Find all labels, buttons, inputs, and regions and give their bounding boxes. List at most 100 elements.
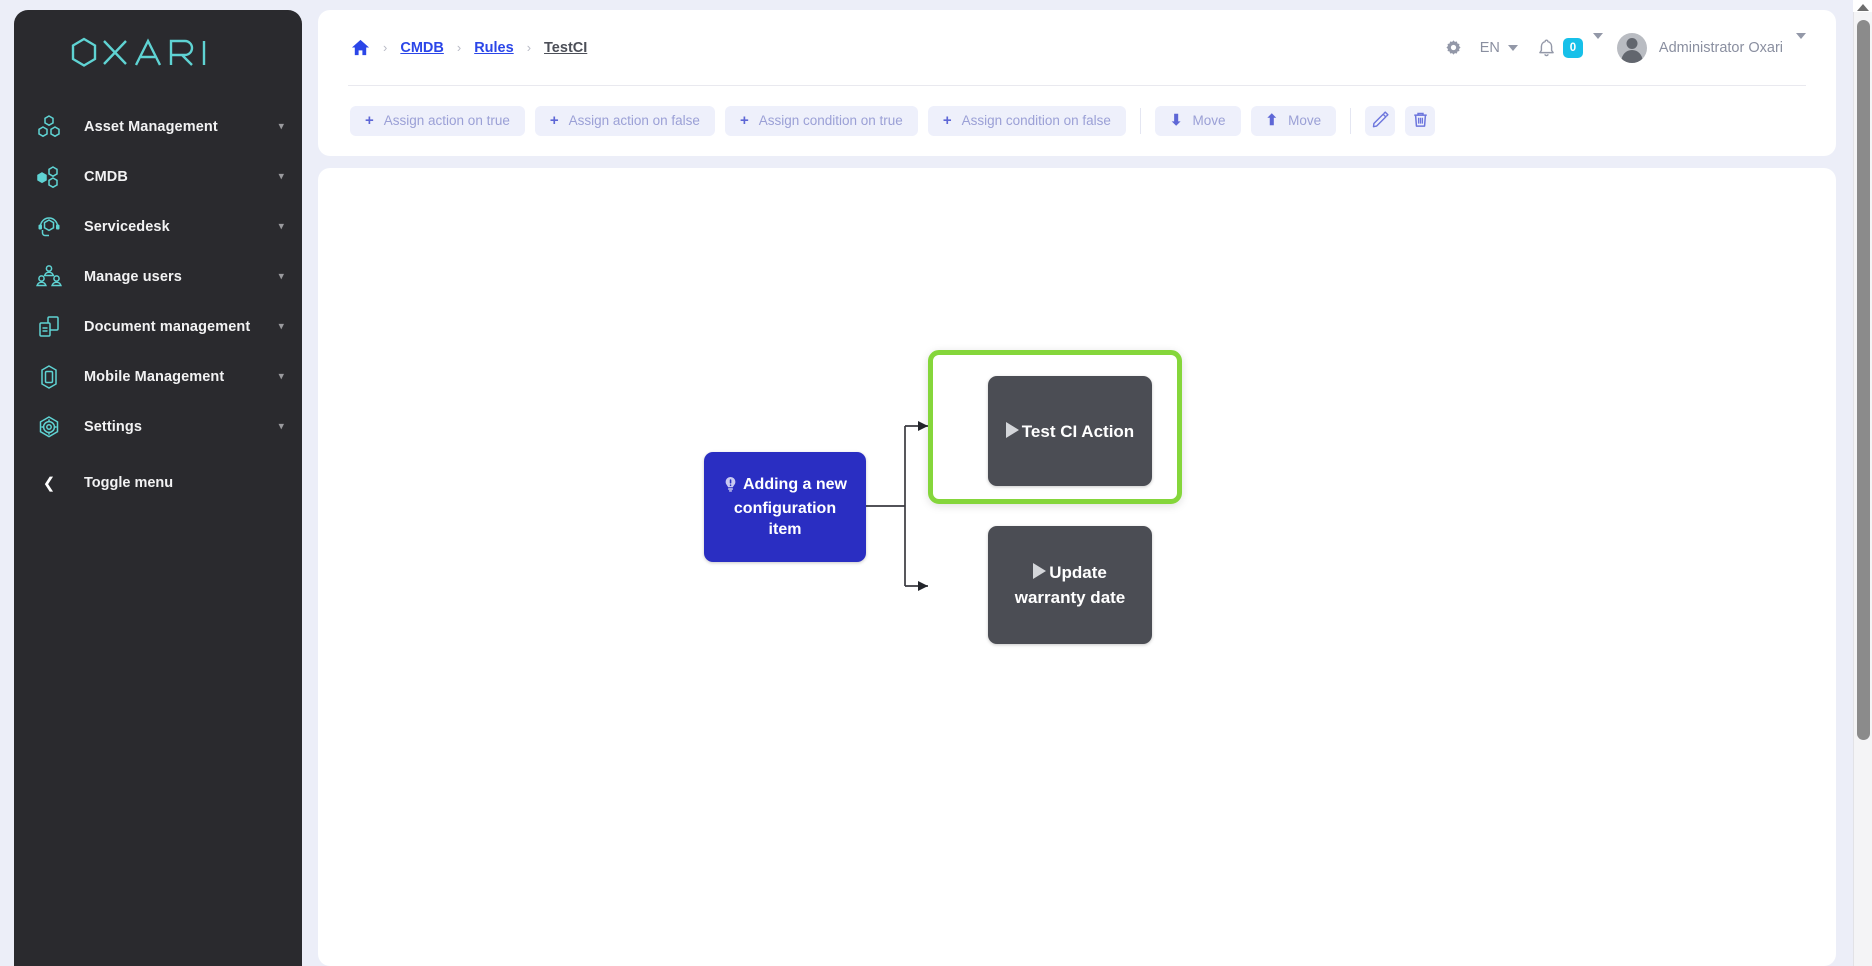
sidebar-item-document-management[interactable]: Document management ▾ bbox=[14, 302, 302, 352]
users-icon bbox=[34, 262, 64, 292]
rule-diagram-canvas[interactable]: Adding a new configuration item Test CI … bbox=[318, 168, 1836, 966]
caret-down-icon bbox=[1508, 45, 1518, 51]
diagram-surface: Adding a new configuration item Test CI … bbox=[318, 168, 1836, 966]
breadcrumb-current-testci[interactable]: TestCI bbox=[544, 40, 587, 56]
breadcrumb-separator: › bbox=[383, 40, 387, 55]
plus-icon: + bbox=[365, 113, 374, 128]
plus-icon: + bbox=[740, 113, 749, 128]
play-icon bbox=[1006, 422, 1019, 438]
chevron-left-icon: ❮ bbox=[34, 468, 64, 498]
button-label: Assign action on true bbox=[384, 113, 510, 128]
toolbar-divider bbox=[1140, 108, 1141, 134]
app-logo[interactable] bbox=[14, 10, 302, 96]
node-label: Update warranty date bbox=[1015, 563, 1126, 607]
sidebar-item-label: CMDB bbox=[84, 169, 128, 185]
header-card: › CMDB › Rules › TestCI EN bbox=[318, 10, 1836, 156]
asset-nodes-icon bbox=[34, 112, 64, 142]
page-scrollbar[interactable] bbox=[1853, 0, 1872, 966]
sidebar-item-label: Servicedesk bbox=[84, 219, 170, 235]
breadcrumb: › CMDB › Rules › TestCI bbox=[351, 38, 1441, 57]
sidebar-item-label: Asset Management bbox=[84, 119, 218, 135]
assign-action-on-false-button[interactable]: + Assign action on false bbox=[535, 106, 715, 136]
oxari-logo-icon bbox=[68, 36, 248, 70]
gear-icon[interactable] bbox=[1441, 35, 1466, 60]
arrow-down-icon: ⬇ bbox=[1170, 113, 1183, 128]
scrollbar-thumb[interactable] bbox=[1857, 20, 1870, 740]
sidebar-item-mobile-management[interactable]: Mobile Management ▾ bbox=[14, 352, 302, 402]
sidebar-item-label: Mobile Management bbox=[84, 369, 224, 385]
notification-count-badge[interactable]: 0 bbox=[1563, 38, 1583, 58]
sidebar-item-servicedesk[interactable]: Servicedesk ▾ bbox=[14, 202, 302, 252]
breadcrumb-link-rules[interactable]: Rules bbox=[474, 40, 514, 56]
button-label: Assign action on false bbox=[569, 113, 700, 128]
plus-icon: + bbox=[943, 113, 952, 128]
breadcrumb-separator: › bbox=[457, 40, 461, 55]
diagram-node-action-test-ci[interactable]: Test CI Action bbox=[988, 376, 1152, 486]
delete-button[interactable] bbox=[1405, 106, 1435, 136]
arrow-up-icon: ⬆ bbox=[1266, 113, 1279, 128]
action-toolbar: + Assign action on true + Assign action … bbox=[348, 86, 1806, 155]
chevron-down-icon: ▾ bbox=[278, 222, 284, 233]
notifications-caret-down-icon[interactable] bbox=[1593, 39, 1603, 57]
diagram-node-trigger[interactable]: Adding a new configuration item bbox=[704, 452, 866, 562]
chevron-down-icon: ▾ bbox=[278, 322, 284, 333]
node-label: Test CI Action bbox=[1022, 422, 1134, 441]
chevron-down-icon: ▾ bbox=[278, 122, 284, 133]
trigger-bulb-icon bbox=[723, 476, 738, 498]
home-icon[interactable] bbox=[351, 38, 370, 57]
sidebar: Asset Management ▾ CMDB ▾ bbox=[14, 10, 302, 966]
sidebar-item-asset-management[interactable]: Asset Management ▾ bbox=[14, 102, 302, 152]
assign-condition-on-true-button[interactable]: + Assign condition on true bbox=[725, 106, 918, 136]
breadcrumb-separator: › bbox=[527, 40, 531, 55]
sidebar-item-label: Settings bbox=[84, 419, 142, 435]
avatar[interactable] bbox=[1617, 33, 1647, 63]
button-label: Assign condition on false bbox=[962, 113, 1111, 128]
mobile-device-icon bbox=[34, 362, 64, 392]
chevron-down-icon: ▾ bbox=[278, 272, 284, 283]
chevron-down-icon: ▾ bbox=[278, 372, 284, 383]
toggle-menu-button[interactable]: ❮ Toggle menu bbox=[14, 458, 302, 508]
node-content: Test CI Action bbox=[1006, 419, 1134, 444]
move-up-button[interactable]: ⬆ Move bbox=[1251, 106, 1337, 136]
button-label: Move bbox=[1288, 113, 1321, 128]
node-content: Update warranty date bbox=[1000, 560, 1140, 610]
node-content: Adding a new configuration item bbox=[718, 474, 852, 540]
scrollbar-arrow-up-icon[interactable] bbox=[1857, 4, 1869, 11]
move-down-button[interactable]: ⬇ Move bbox=[1155, 106, 1241, 136]
assign-action-on-true-button[interactable]: + Assign action on true bbox=[350, 106, 525, 136]
play-icon bbox=[1033, 563, 1046, 579]
toolbar-divider bbox=[1350, 108, 1351, 134]
documents-icon bbox=[34, 312, 64, 342]
language-value: EN bbox=[1480, 40, 1500, 56]
user-menu-caret-down-icon[interactable] bbox=[1796, 39, 1806, 57]
sidebar-item-manage-users[interactable]: Manage users ▾ bbox=[14, 252, 302, 302]
toggle-menu-label: Toggle menu bbox=[84, 475, 173, 491]
header-actions: EN 0 Administrator Oxari bbox=[1441, 33, 1806, 63]
header-row: › CMDB › Rules › TestCI EN bbox=[348, 10, 1806, 86]
bell-icon[interactable] bbox=[1538, 39, 1555, 57]
button-label: Move bbox=[1193, 113, 1226, 128]
user-name[interactable]: Administrator Oxari bbox=[1659, 40, 1783, 56]
sidebar-item-settings[interactable]: Settings ▾ bbox=[14, 402, 302, 452]
chevron-down-icon: ▾ bbox=[278, 172, 284, 183]
sidebar-item-label: Manage users bbox=[84, 269, 182, 285]
main-content: › CMDB › Rules › TestCI EN bbox=[318, 10, 1836, 966]
plus-icon: + bbox=[550, 113, 559, 128]
headset-icon bbox=[34, 212, 64, 242]
chevron-down-icon: ▾ bbox=[278, 422, 284, 433]
trash-icon bbox=[1412, 111, 1429, 131]
diagram-node-action-update-warranty[interactable]: Update warranty date bbox=[988, 526, 1152, 644]
node-label: Adding a new configuration item bbox=[734, 476, 847, 538]
edge-arrow-false bbox=[918, 581, 928, 591]
sidebar-item-cmdb[interactable]: CMDB ▾ bbox=[14, 152, 302, 202]
edit-button[interactable] bbox=[1365, 106, 1395, 136]
cmdb-nodes-icon bbox=[34, 162, 64, 192]
sidebar-item-label: Document management bbox=[84, 319, 250, 335]
breadcrumb-link-cmdb[interactable]: CMDB bbox=[400, 40, 444, 56]
sidebar-nav: Asset Management ▾ CMDB ▾ bbox=[14, 102, 302, 508]
gear-hexagon-icon bbox=[34, 412, 64, 442]
assign-condition-on-false-button[interactable]: + Assign condition on false bbox=[928, 106, 1126, 136]
language-selector[interactable]: EN bbox=[1474, 36, 1524, 60]
edge-arrow-true bbox=[918, 421, 928, 431]
